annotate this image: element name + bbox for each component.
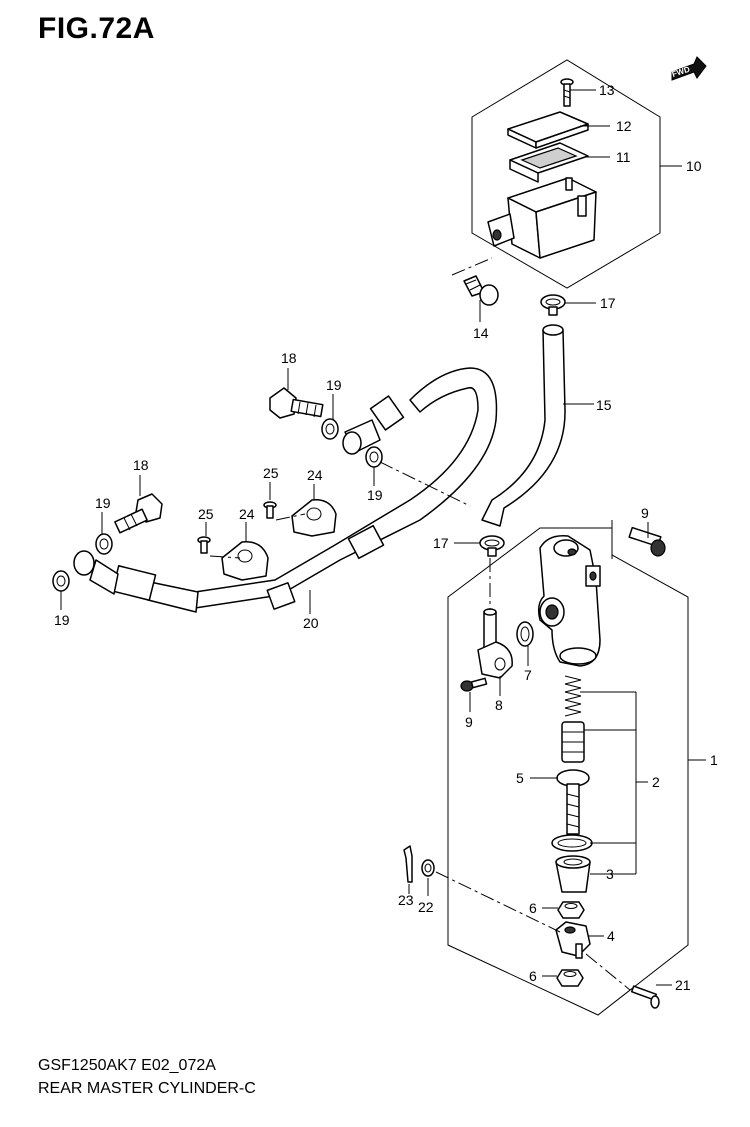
callout-6-upper: 6 (529, 900, 537, 916)
part-7-hose-joint (477, 608, 513, 679)
callout-19-c: 19 (95, 495, 111, 511)
part-12-diaphragm (509, 142, 589, 183)
model-code-caption: GSF1250AK7 E02_072A (38, 1057, 216, 1074)
part-16-reservoir-hose (481, 324, 566, 527)
master-cylinder-body (537, 535, 601, 667)
callout-8: 7 (524, 667, 532, 683)
figure-title: FIG.72A (38, 12, 155, 45)
part-4-clevis (555, 921, 591, 959)
part-24-hose-clamp-a (291, 499, 337, 537)
part-21-clevis-pin (630, 985, 660, 1009)
part-23-cotter-pin (403, 845, 413, 883)
callout-13: 12 (616, 118, 632, 134)
callout-24-b: 24 (239, 506, 255, 522)
callout-17-upper: 17 (600, 295, 616, 311)
part-6-nut-lower (556, 969, 584, 987)
callout-4: 4 (607, 928, 615, 944)
callout-5: 5 (516, 770, 524, 786)
part-19-washer-d (52, 570, 70, 592)
part-18-banjo-bolt-upper (269, 387, 324, 419)
callout-17-lower: 17 (433, 535, 449, 551)
part-20-brake-hose (73, 367, 498, 613)
callout-16: 15 (596, 397, 612, 413)
part-18-banjo-bolt-lower (114, 493, 163, 534)
part-3-boot (555, 855, 591, 893)
callout-24-a: 24 (307, 467, 323, 483)
fwd-arrow-icon: FWD (671, 56, 707, 81)
part-2-snap-ring (551, 834, 593, 852)
part-11-reservoir-tank (487, 177, 597, 259)
callout-6-lower: 6 (529, 968, 537, 984)
callout-1: 1 (710, 752, 718, 768)
callout-12: 11 (616, 149, 631, 165)
reservoir-assembly-box (471, 59, 661, 289)
callout-22: 22 (418, 899, 434, 915)
part-13-reservoir-cap (507, 111, 589, 149)
part-2-piston (561, 721, 585, 763)
part-9-screw (460, 677, 488, 692)
callout-3: 3 (606, 866, 614, 882)
part-24-hose-clamp-b (221, 541, 269, 581)
callout-2: 2 (652, 774, 660, 790)
callout-18-upper: 18 (281, 350, 297, 366)
callout-19-b: 19 (367, 487, 383, 503)
part-5-push-rod (556, 769, 590, 835)
part-6-nut-upper (557, 901, 585, 919)
callout-15: 14 (473, 325, 489, 341)
callout-25-b: 25 (198, 506, 214, 522)
part-19-washer-b (365, 446, 383, 468)
callout-11: 10 (686, 158, 702, 174)
callout-21: 21 (675, 977, 691, 993)
part-25-screw-b (197, 536, 211, 554)
part-14-screw (560, 78, 574, 107)
part-19-washer-a (321, 418, 339, 440)
callout-18-lower: 18 (133, 457, 149, 473)
part-19-washer-c (95, 533, 113, 555)
master-cylinder-assembly-box (447, 527, 689, 1016)
part-8-o-ring (516, 621, 534, 647)
part-17-hose-clamp-upper (540, 294, 566, 316)
part-22-washer (421, 859, 435, 877)
part-15-bolt (463, 275, 499, 306)
part-25-screw-a (263, 501, 277, 519)
callout-19-d: 19 (54, 612, 70, 628)
callout-10: 9 (641, 505, 649, 521)
callout-20: 20 (303, 615, 319, 631)
part-10-bolt (628, 526, 666, 557)
callout-25-a: 25 (263, 465, 279, 481)
callout-14: 13 (599, 82, 615, 98)
callout-19-a: 19 (326, 377, 342, 393)
callout-7: 8 (495, 697, 503, 713)
leader-lines (60, 89, 706, 986)
callout-23: 23 (398, 892, 414, 908)
callout-9: 9 (465, 714, 473, 730)
figure-name-caption: REAR MASTER CYLINDER-C (38, 1080, 256, 1097)
part-2-piston-spring (564, 675, 582, 717)
callout-labels: 13 12 11 10 17 14 15 18 19 19 18 19 19 2… (54, 82, 718, 993)
part-17-hose-clamp-lower (479, 535, 505, 557)
